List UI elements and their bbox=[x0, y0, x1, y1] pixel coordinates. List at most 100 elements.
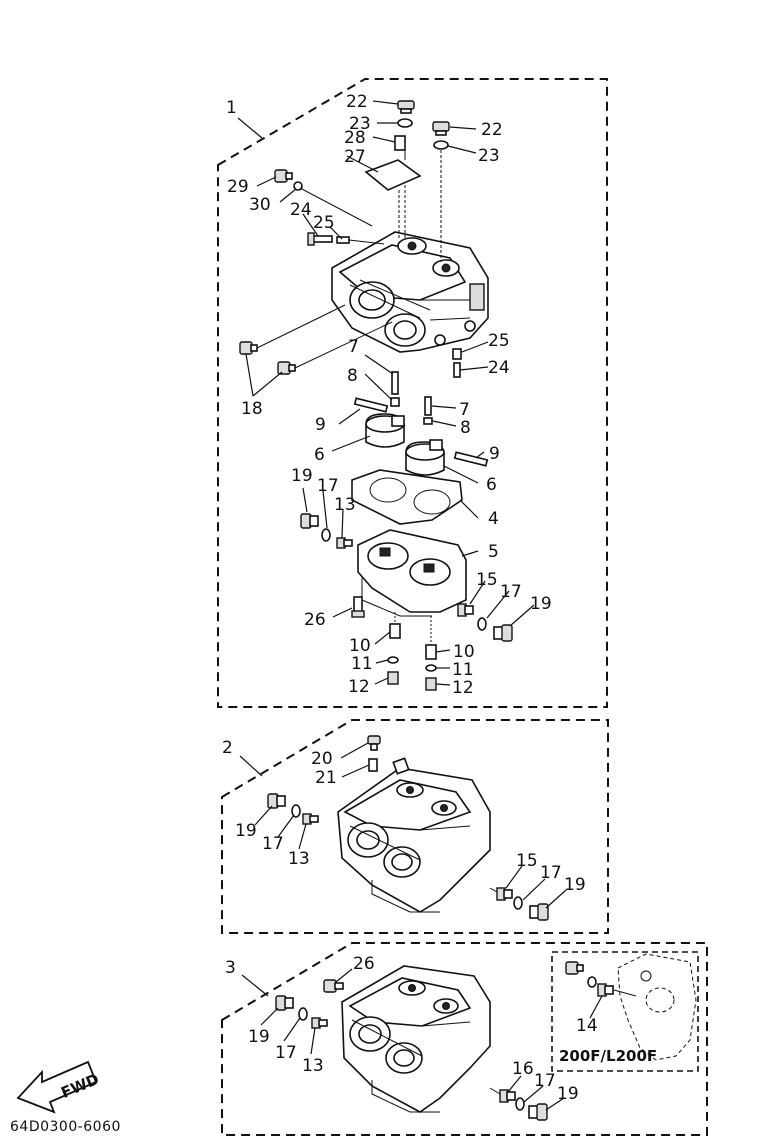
callout-a1-20: 6 bbox=[486, 475, 497, 495]
leader-lines-a1 bbox=[245, 100, 535, 686]
screw-16-a3 bbox=[499, 1089, 516, 1103]
washer-17-a2-left bbox=[291, 804, 301, 818]
jet-10-a1-right bbox=[425, 644, 437, 660]
assembly-1-label: 1 bbox=[226, 98, 237, 118]
plug-19-a2-right bbox=[529, 903, 549, 921]
callout-a1-15: 9 bbox=[315, 415, 326, 435]
plate-27 bbox=[364, 159, 422, 191]
screw-inset bbox=[565, 961, 584, 975]
needle-valve-7-left bbox=[391, 371, 399, 395]
plug-12-a1-right bbox=[425, 677, 437, 691]
carburetor-assembly-3 bbox=[341, 965, 491, 1113]
callout-a2-7: 19 bbox=[564, 875, 586, 895]
callout-a2-6: 17 bbox=[540, 863, 562, 883]
plug-22-right bbox=[432, 121, 450, 136]
plug-19-a3-left bbox=[275, 995, 294, 1011]
callout-a2-0: 20 bbox=[311, 749, 333, 769]
plug-19-a3-right bbox=[528, 1103, 548, 1121]
drain-26-a1 bbox=[351, 596, 365, 618]
callout-a1-9: 25 bbox=[313, 213, 335, 233]
screw-18-b bbox=[277, 361, 296, 375]
needle-valve-7-right bbox=[424, 396, 432, 416]
callout-a1-23: 13 bbox=[334, 495, 356, 515]
screw-15-a1 bbox=[457, 603, 474, 617]
float-chamber-5 bbox=[357, 529, 467, 617]
washer-11-a1-right bbox=[425, 664, 437, 672]
callout-a1-29: 26 bbox=[304, 610, 326, 630]
callout-a1-34: 11 bbox=[452, 660, 474, 680]
plug-22-left bbox=[397, 100, 415, 114]
inset-label: 200F/L200F bbox=[559, 1047, 657, 1065]
callout-a1-4: 22 bbox=[481, 120, 503, 140]
carburetor-body-upper bbox=[331, 231, 489, 353]
callout-a1-16: 6 bbox=[314, 445, 325, 465]
washer-inset bbox=[587, 976, 597, 988]
seat-8-right bbox=[423, 417, 433, 425]
drain-26-a3 bbox=[323, 979, 344, 993]
callout-a3-6: 17 bbox=[534, 1071, 556, 1091]
callout-a1-19: 9 bbox=[489, 444, 500, 464]
fwd-arrow: FWD bbox=[16, 1060, 102, 1114]
callout-a2-4: 13 bbox=[288, 849, 310, 869]
float-6-left bbox=[365, 413, 405, 448]
screw-18-a bbox=[239, 341, 258, 355]
document-code: 64D0300-6060 bbox=[10, 1119, 121, 1135]
screw-24-lower bbox=[453, 362, 461, 378]
callout-a3-0: 26 bbox=[353, 954, 375, 974]
assembly-2-label: 2 bbox=[222, 738, 233, 758]
assembly-1-frame bbox=[217, 78, 608, 708]
callout-a3-1: 19 bbox=[248, 1027, 270, 1047]
leader-lines-a3 bbox=[260, 968, 565, 1111]
callout-a1-21: 19 bbox=[291, 466, 313, 486]
callout-a1-6: 29 bbox=[227, 177, 249, 197]
inset-frame bbox=[551, 951, 699, 1072]
callout-a1-5: 23 bbox=[478, 146, 500, 166]
screw-15-a2 bbox=[496, 887, 513, 901]
callout-a1-12: 18 bbox=[241, 399, 263, 419]
pin-9-right bbox=[453, 451, 489, 467]
assembly-3-frame bbox=[221, 942, 708, 1136]
washer-17-a1-left bbox=[321, 528, 331, 542]
washer-23-right bbox=[433, 140, 449, 150]
plug-19-a2-left bbox=[267, 793, 286, 809]
plug-19-a1-right bbox=[493, 624, 513, 642]
callout-a3-3: 13 bbox=[302, 1056, 324, 1076]
callout-a2-5: 15 bbox=[516, 851, 538, 871]
float-6-right bbox=[405, 439, 445, 476]
callout-a2-3: 17 bbox=[262, 834, 284, 854]
inset-partial-carb bbox=[617, 953, 697, 1061]
plug-12-a1-left bbox=[387, 671, 399, 685]
callout-a1-7: 30 bbox=[249, 195, 271, 215]
callout-a1-18: 8 bbox=[460, 418, 471, 438]
washer-11-a1-left bbox=[387, 656, 399, 664]
callout-a1-33: 10 bbox=[453, 642, 475, 662]
callout-a3-2: 17 bbox=[275, 1043, 297, 1063]
screw-14 bbox=[597, 983, 614, 997]
callout-a1-1: 23 bbox=[349, 114, 371, 134]
gasket-4 bbox=[351, 469, 463, 525]
washer-17-a3-left bbox=[298, 1007, 308, 1021]
spring-25-upper bbox=[336, 236, 350, 244]
screw-13-a1 bbox=[336, 537, 353, 549]
callout-a3-5: 16 bbox=[512, 1059, 534, 1079]
callout-a1-14: 8 bbox=[347, 366, 358, 386]
callout-a1-32: 12 bbox=[348, 677, 370, 697]
spring-21 bbox=[368, 758, 378, 772]
callout-a1-25: 5 bbox=[488, 542, 499, 562]
screw-29 bbox=[274, 169, 293, 183]
callout-a1-26: 15 bbox=[476, 570, 498, 590]
callout-a1-31: 11 bbox=[351, 654, 373, 674]
callout-a1-3: 27 bbox=[344, 147, 366, 167]
callout-a1-35: 12 bbox=[452, 678, 474, 698]
callout-a1-24: 4 bbox=[488, 509, 499, 529]
seat-8-left bbox=[390, 397, 400, 407]
callout-a2-1: 21 bbox=[315, 768, 337, 788]
callout-a1-17: 7 bbox=[459, 400, 470, 420]
leader-lines-a2 bbox=[254, 742, 567, 909]
callout-a1-22: 17 bbox=[317, 476, 339, 496]
callout-a3-4: 14 bbox=[576, 1016, 598, 1036]
callout-a1-30: 10 bbox=[349, 636, 371, 656]
screw-24-upper bbox=[307, 232, 333, 246]
callout-a3-7: 19 bbox=[557, 1084, 579, 1104]
